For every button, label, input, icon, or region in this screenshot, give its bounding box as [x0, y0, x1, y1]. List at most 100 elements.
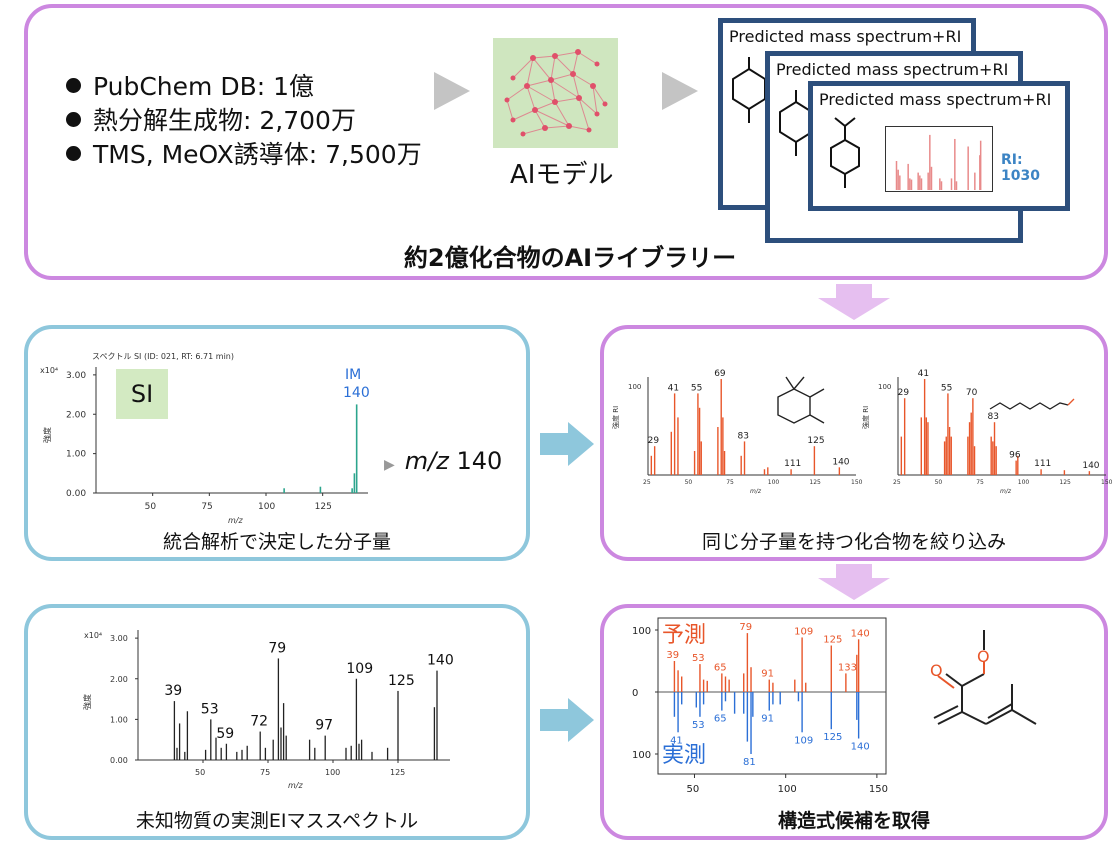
y-tick-label: 1.00 [110, 715, 128, 724]
peak-label: 55 [691, 383, 702, 393]
source-list: PubChem DB: 1億 熱分解生成物: 2,700万 TMS, MeOX誘… [66, 70, 422, 172]
peak-label: 59 [216, 726, 234, 742]
peak-label: 96 [1009, 451, 1021, 461]
measured-peak-label: 140 [851, 742, 870, 753]
ai-network-image [493, 38, 618, 148]
measured-peak-label: 53 [692, 720, 705, 731]
card-title: Predicted mass spectrum+RI [729, 27, 962, 46]
peak-label: 125 [807, 436, 824, 446]
arrow-right-icon [434, 72, 470, 110]
predicted-spectrum-chart [885, 126, 993, 192]
peak-label: 125 [388, 673, 415, 689]
mz-prefix: m/z [404, 447, 449, 475]
library-title: 約2億化合物のAIライブラリー [403, 244, 737, 272]
scale-label: x10⁴ [84, 631, 102, 640]
peak-label: 69 [714, 369, 726, 379]
si-caption: 統合解析で決定した分子量 [162, 531, 391, 553]
card-title: Predicted mass spectrum+RI [776, 60, 1009, 79]
x-tick-label: 100 [258, 502, 275, 512]
svg-text:O: O [977, 647, 990, 666]
list-item: 熱分解生成物: 2,700万 [66, 104, 422, 138]
si-spectrum-chart: スペクトル SI (ID: 021, RT: 6.71 min) x10⁴ 強度… [40, 352, 368, 525]
peak-label: 97 [315, 718, 333, 734]
y-tick-label: 3.00 [66, 371, 86, 381]
predicted-peak-label: 65 [714, 662, 727, 673]
x-tick-label: 100 [1018, 479, 1030, 486]
y-tick-label: 0.00 [66, 489, 86, 499]
list-item: TMS, MeOX誘導体: 7,500万 [66, 138, 422, 172]
si-panel: スペクトル SI (ID: 021, RT: 6.71 min) x10⁴ 強度… [24, 325, 530, 561]
si-label: SI [116, 369, 168, 419]
measured-peak-label: 125 [823, 732, 842, 743]
peak-label: 72 [250, 714, 268, 730]
peak-label: 111 [784, 459, 801, 469]
card-title: Predicted mass spectrum+RI [819, 90, 1052, 109]
peak-label: 39 [164, 683, 182, 699]
peak-label: 111 [1034, 459, 1051, 469]
peak-label: 41 [918, 369, 929, 379]
peak-label: 70 [966, 388, 978, 398]
measured-peak-label: 41 [670, 735, 683, 746]
x-tick-label: 25 [643, 479, 651, 486]
x-axis-label: m/z [228, 516, 243, 525]
peak-label: 140 [1082, 461, 1099, 471]
y-tick-label: 2.00 [66, 410, 86, 420]
ri-label: RI: 1030 [1001, 152, 1040, 184]
y-axis-label: 強度 RI [611, 406, 620, 429]
y-axis-label: 強度 [82, 694, 92, 710]
measured-peak-label: 65 [714, 714, 727, 725]
candidates-caption: 同じ分子量を持つ化合物を絞り込み [701, 531, 1006, 553]
y-tick-label: 1.00 [66, 450, 86, 460]
arrow-right-icon [662, 72, 698, 110]
arrow-right-icon [540, 698, 594, 742]
x-tick-label: 75 [201, 502, 212, 512]
peak-label: 109 [346, 661, 373, 677]
x-tick-label: 100 [325, 768, 340, 777]
peak-label: 83 [988, 412, 999, 422]
result-caption: 構造式候補を取得 [777, 810, 930, 832]
im-value: 140 [343, 385, 370, 401]
peak-label: 55 [941, 383, 952, 393]
peak-label: 53 [201, 701, 219, 717]
y-tick: 100 [878, 383, 891, 391]
x-tick-label: 150 [1101, 479, 1112, 486]
structure-molecule: O O [930, 630, 1037, 725]
predicted-peak-label: 140 [851, 628, 870, 639]
predicted-peak-label: 39 [666, 650, 679, 661]
x-tick-label: 25 [893, 479, 901, 486]
x-axis-label: m/z [288, 781, 303, 790]
y-tick-label: 100 [632, 750, 651, 761]
x-axis-label: m/z [750, 488, 762, 495]
x-tick-label: 100 [768, 479, 780, 486]
x-tick-label: 150 [851, 479, 863, 486]
molecule-icon [830, 117, 860, 188]
measured-peak-label: 91 [761, 714, 774, 725]
y-axis-label: 強度 RI [861, 406, 870, 429]
x-tick-label: 125 [390, 768, 405, 777]
predicted-peak-label: 53 [692, 653, 705, 664]
peak-label: 41 [668, 383, 679, 393]
x-tick-label: 75 [260, 768, 270, 777]
x-tick-label: 125 [1059, 479, 1071, 486]
arrow-right-icon [540, 422, 594, 466]
y-tick-label: 2.00 [110, 675, 128, 684]
x-tick-label: 50 [935, 479, 943, 486]
x-tick-label: 75 [726, 479, 734, 486]
peak-label: 140 [427, 653, 454, 669]
molecule-icon [777, 376, 825, 424]
x-tick-label: 125 [315, 502, 332, 512]
predicted-peak-label: 79 [739, 622, 752, 633]
molecule-icon [989, 402, 1069, 410]
peak-label: 79 [268, 640, 286, 656]
y-tick-label: 0 [632, 688, 638, 699]
peak-label: 83 [738, 431, 749, 441]
ei-caption: 未知物質の実測EIマススペクトル [135, 810, 419, 832]
arrow-down-icon [818, 284, 890, 320]
scale-label: x10⁴ [40, 366, 58, 375]
